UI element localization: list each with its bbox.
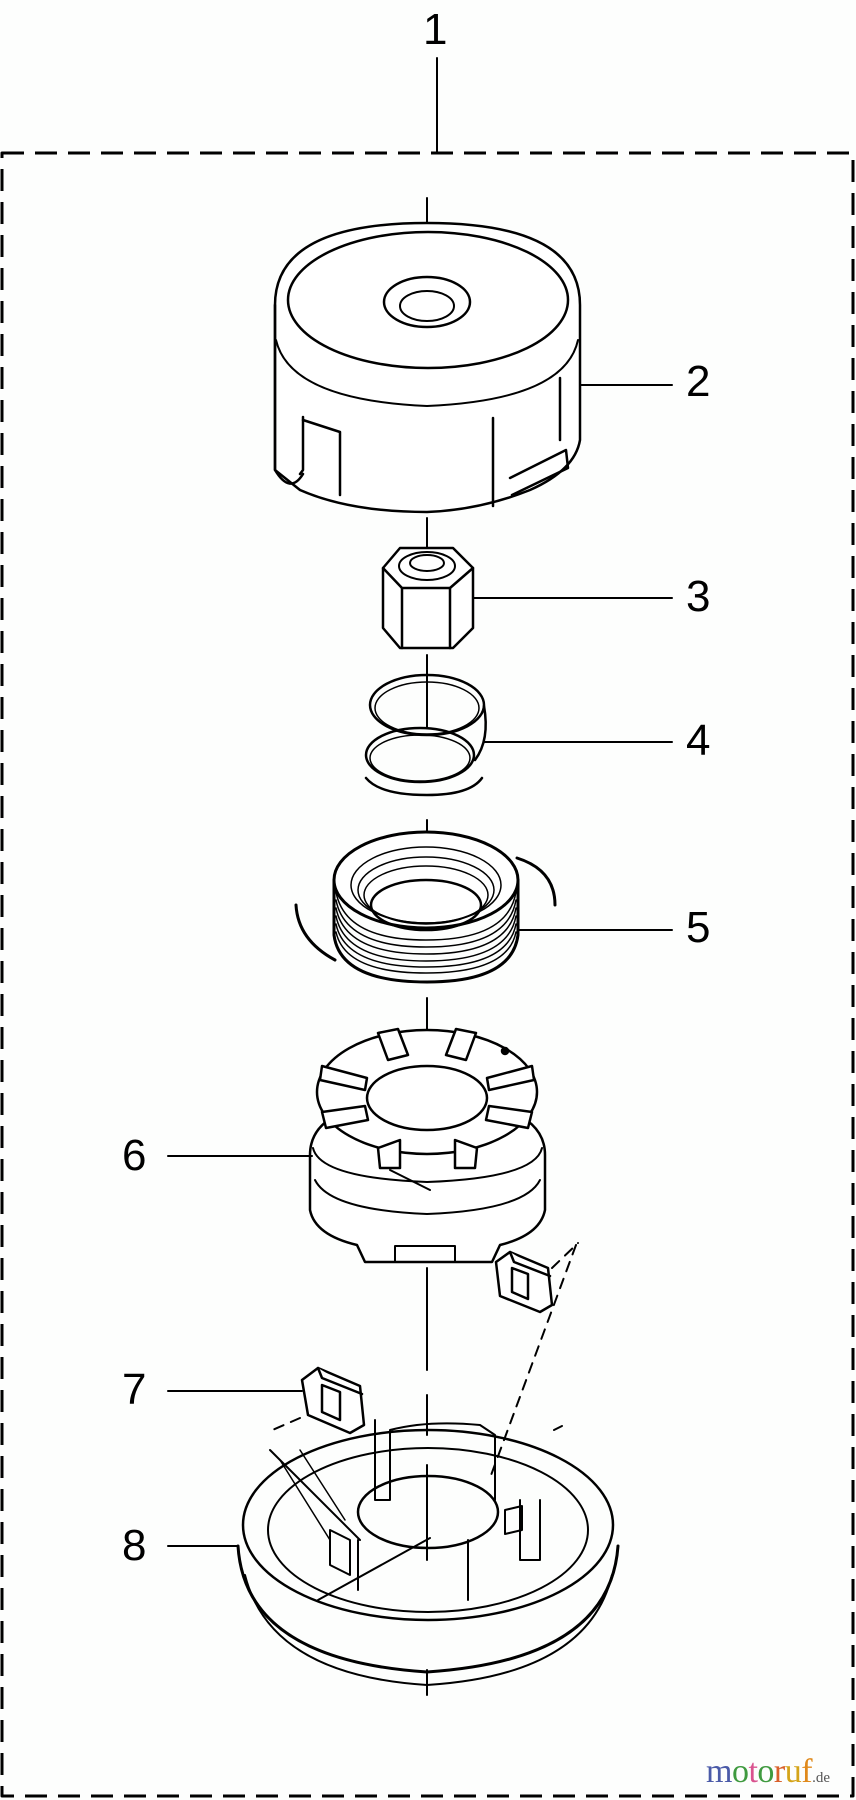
assembly-dashed-box — [0, 151, 855, 1798]
part-6-spool — [308, 1027, 547, 1264]
watermark-letter: t — [748, 1753, 758, 1790]
watermark-letter: f — [801, 1753, 813, 1790]
callout-7: 7 — [122, 1365, 147, 1414]
part-5-line-coil — [294, 830, 557, 984]
part-3-hex-nut — [381, 546, 475, 650]
callout-5: 5 — [686, 903, 711, 952]
part-2-cover-cap — [273, 221, 582, 514]
callout-8: 8 — [122, 1521, 147, 1570]
part-7-clip-left — [300, 1366, 366, 1435]
watermark-letter: o — [731, 1753, 749, 1790]
callout-4: 4 — [686, 716, 711, 765]
watermark-letter: u — [784, 1753, 802, 1790]
callout-2: 2 — [686, 357, 711, 406]
watermark-letter: m — [706, 1753, 732, 1790]
callout-3: 3 — [686, 572, 711, 621]
watermark-letter: o — [757, 1753, 774, 1790]
part-7-clip-right — [494, 1250, 554, 1314]
callout-6: 6 — [122, 1131, 147, 1180]
watermark-suffix: .de — [812, 1770, 830, 1786]
part-8-housing-base — [236, 1419, 620, 1686]
callout-1: 1 — [423, 5, 448, 54]
part-4-spring — [364, 673, 487, 797]
watermark-letter: r — [773, 1753, 785, 1790]
watermark-logo: motoruf.de — [706, 1755, 830, 1795]
